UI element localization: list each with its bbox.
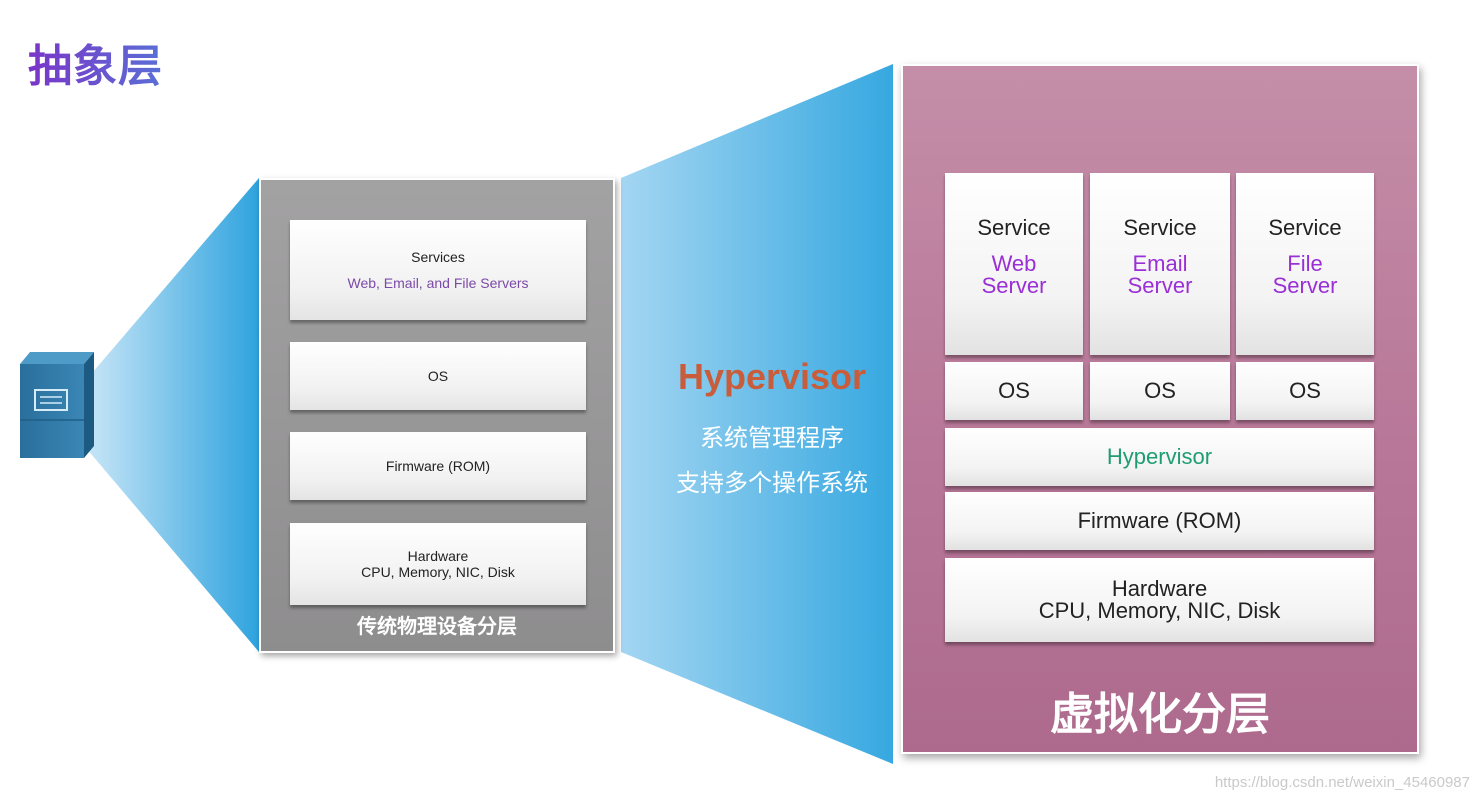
virt-service-file: Service File Server <box>1236 173 1374 355</box>
virt-os-label: OS <box>998 378 1030 403</box>
virt-hypervisor-label: Hypervisor <box>1106 444 1213 469</box>
middle-beam <box>621 64 893 764</box>
virt-firmware-label: Firmware (ROM) <box>1077 508 1242 533</box>
trad-services-detail: Web, Email, and File Servers <box>347 275 529 291</box>
virt-service-name-line1: File <box>1287 251 1323 276</box>
trad-services-label: Services <box>411 249 465 265</box>
virt-service-name-line2: Server <box>1127 273 1193 298</box>
trad-hardware-box: Hardware CPU, Memory, NIC, Disk <box>290 523 586 605</box>
virtualization-caption: 虚拟化分层 <box>1050 689 1270 740</box>
traditional-caption: 传统物理设备分层 <box>357 614 517 638</box>
trad-firmware-label: Firmware (ROM) <box>385 458 491 474</box>
virt-hardware-detail: CPU, Memory, NIC, Disk <box>1038 598 1281 623</box>
virt-os-box-3: OS <box>1236 362 1374 420</box>
virt-os-label: OS <box>1144 378 1176 403</box>
virt-service-name-line2: Server <box>1272 273 1338 298</box>
watermark: https://blog.csdn.net/weixin_45460987 <box>1214 774 1470 791</box>
trad-hardware-detail: CPU, Memory, NIC, Disk <box>361 564 515 580</box>
virt-firmware-box: Firmware (ROM) <box>945 492 1374 550</box>
virt-os-label: OS <box>1289 378 1321 403</box>
virt-service-web: Service Web Server <box>945 173 1083 355</box>
virt-service-label: Service <box>977 215 1051 240</box>
hypervisor-title: Hypervisor <box>677 356 867 397</box>
virtualization-layer-panel: Service Web Server Service Email Server … <box>901 64 1419 754</box>
page-title: 抽象层 <box>28 30 163 94</box>
virt-os-box-1: OS <box>945 362 1083 420</box>
virt-service-name: File Server <box>1273 253 1338 297</box>
trad-os-box: OS <box>290 342 586 410</box>
virt-hardware-box: Hardware CPU, Memory, NIC, Disk <box>945 558 1374 642</box>
virt-hypervisor-box: Hypervisor <box>945 428 1374 486</box>
virt-os-box-2: OS <box>1090 362 1230 420</box>
left-beam <box>86 178 259 652</box>
trad-services-box: Services Web, Email, and File Servers <box>290 220 586 320</box>
trad-hardware-label: Hardware <box>407 548 469 564</box>
virt-service-name: Web Server <box>982 253 1047 297</box>
traditional-layer-panel: Services Web, Email, and File Servers OS… <box>259 178 615 653</box>
virt-service-email: Service Email Server <box>1090 173 1230 355</box>
virt-service-label: Service <box>1123 215 1197 240</box>
server-icon <box>20 352 94 458</box>
virt-service-name-line2: Server <box>981 273 1047 298</box>
hypervisor-desc-line2: 支持多个操作系统 <box>676 469 868 497</box>
hypervisor-desc-line1: 系统管理程序 <box>700 424 844 452</box>
virt-service-name-line1: Web <box>991 251 1037 276</box>
trad-os-label: OS <box>427 368 449 384</box>
virt-service-label: Service <box>1268 215 1342 240</box>
virt-hardware-label: Hardware <box>1111 576 1208 601</box>
virt-service-name-line1: Email <box>1132 251 1188 276</box>
trad-firmware-box: Firmware (ROM) <box>290 432 586 500</box>
virt-service-name: Email Server <box>1128 253 1193 297</box>
